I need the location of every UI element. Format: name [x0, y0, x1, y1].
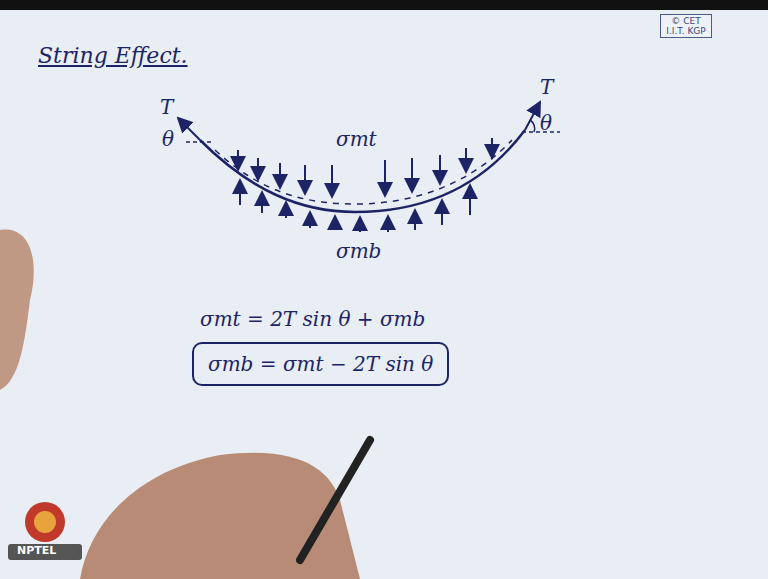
box-text: © CET I.I.T. KGP [665, 16, 707, 36]
stress-label: σmt [336, 128, 377, 150]
box-text: σmb = σmt − 2T sin θ [208, 352, 433, 376]
angle-label: θ [162, 128, 174, 150]
stress-label: σmb [336, 240, 381, 262]
angle-label: θ [540, 112, 552, 134]
equation: σmt = 2T sin θ + σmb [200, 308, 425, 330]
logo-text: NPTEL [17, 545, 56, 557]
slide-title: String Effect. [38, 44, 188, 68]
tension-label: T [540, 76, 553, 98]
copyright-box: © CET I.I.T. KGP [660, 14, 712, 38]
tension-label: T [160, 96, 173, 118]
result-box: σmb = σmt − 2T sin θ [192, 342, 449, 386]
